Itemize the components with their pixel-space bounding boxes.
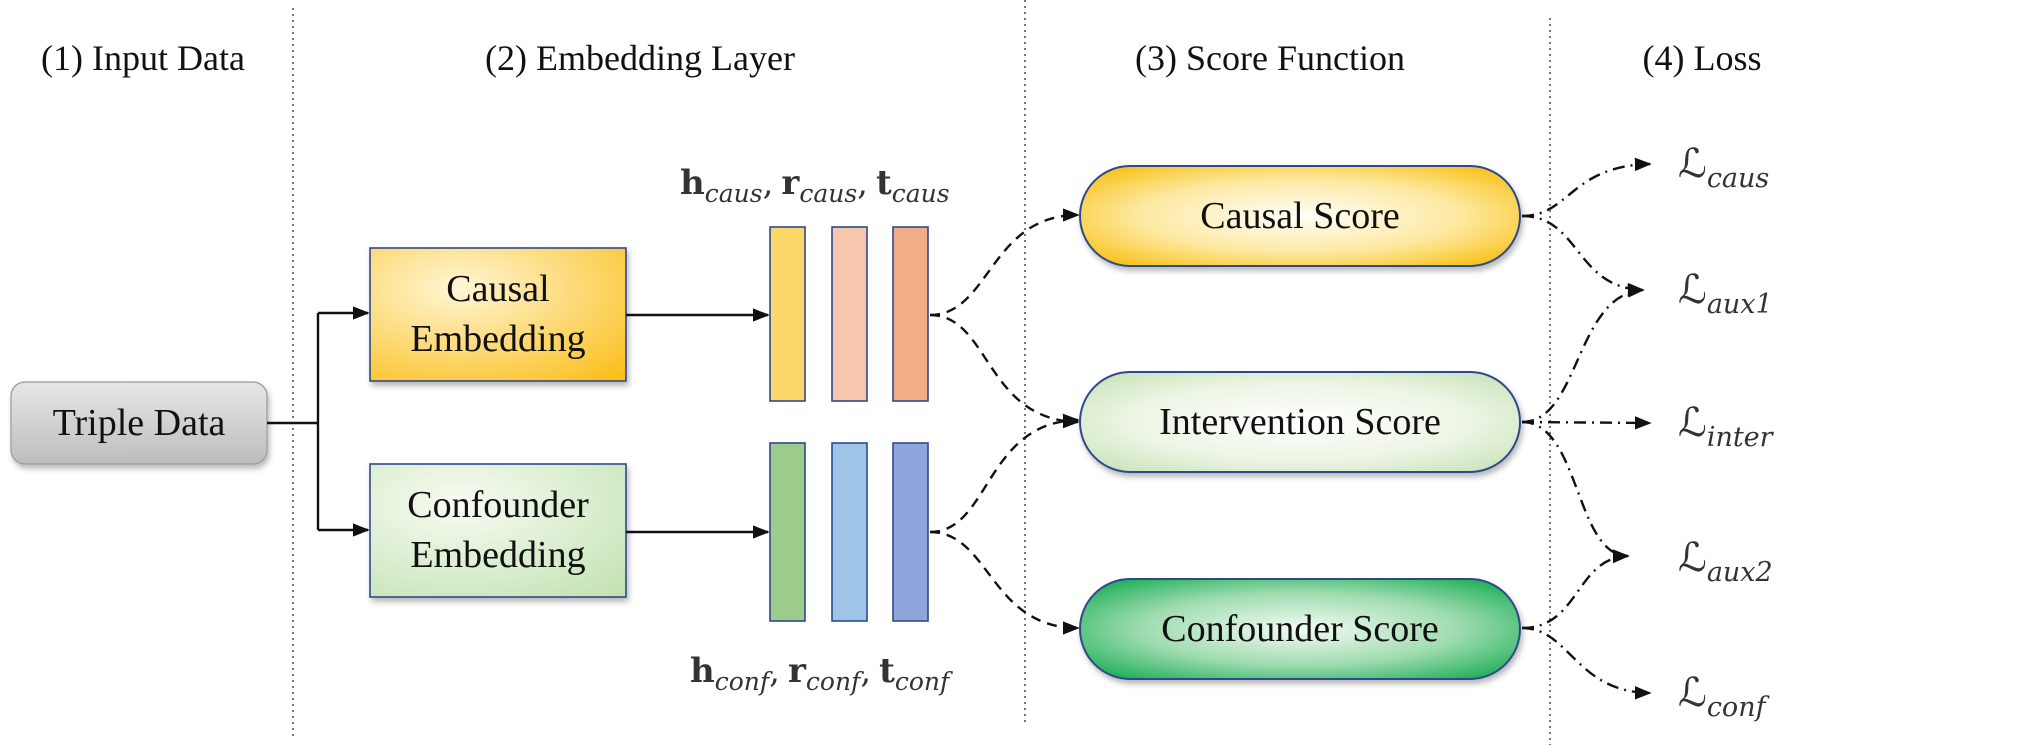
loss-aux2: ℒaux2 — [1678, 535, 1773, 588]
loss-inter: ℒinter — [1678, 400, 1775, 453]
confounder-r-bar — [831, 442, 868, 622]
intervention-score-node: Intervention Score — [1079, 371, 1521, 473]
causal-score-label: Causal Score — [1200, 195, 1399, 237]
causal-t-bar — [892, 226, 929, 402]
loss-conf: ℒconf — [1678, 670, 1770, 723]
confounder-vector-bars — [769, 442, 929, 622]
triple-data-label: Triple Data — [53, 402, 226, 444]
loss-aux1: ℒaux1 — [1678, 267, 1773, 320]
intervention-score-label: Intervention Score — [1159, 401, 1441, 443]
confounder-score-node: Confounder Score — [1079, 578, 1521, 680]
confounder-vector-label: hconf,rconf,tconf — [690, 651, 953, 696]
causal-embedding-label-1: Causal — [446, 268, 549, 310]
confounder-score-label: Confounder Score — [1161, 608, 1439, 650]
loss-caus: ℒcaus — [1678, 141, 1769, 194]
header-input-data: (1) Input Data — [41, 38, 245, 78]
confounder-embedding-label-1: Confounder — [407, 484, 589, 526]
causal-r-bar — [831, 226, 868, 402]
score-to-loss-connectors — [1521, 157, 1652, 700]
causal-embedding-node: Causal Embedding — [369, 247, 627, 382]
confounder-t-bar — [892, 442, 929, 622]
causal-vector-bars — [769, 226, 929, 402]
confounder-h-bar — [769, 442, 806, 622]
causal-score-node: Causal Score — [1079, 165, 1521, 267]
vector-to-score-connectors — [929, 208, 1080, 635]
triple-data-node: Triple Data — [10, 381, 268, 465]
causal-h-bar — [769, 226, 806, 402]
triple-split-connector — [267, 306, 370, 537]
header-score-function: (3) Score Function — [1135, 38, 1405, 78]
causal-vector-label: hcaus,rcaus,tcaus — [680, 163, 950, 208]
confounder-embedding-label-2: Embedding — [410, 534, 585, 576]
header-loss: (4) Loss — [1643, 38, 1762, 78]
causal-embedding-label-2: Embedding — [410, 318, 585, 360]
confounder-embedding-node: Confounder Embedding — [369, 463, 627, 598]
header-embedding-layer: (2) Embedding Layer — [485, 38, 795, 78]
